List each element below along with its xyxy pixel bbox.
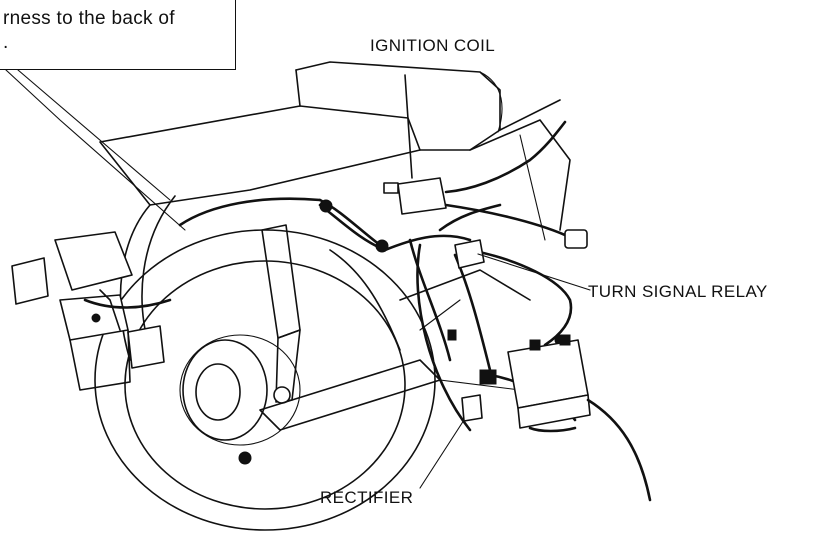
battery bbox=[507, 334, 652, 502]
ignition-coil bbox=[383, 74, 588, 249]
callout-leader-lines bbox=[5, 69, 186, 231]
shock-absorber bbox=[261, 224, 301, 404]
callout-box: rness to the back of . bbox=[0, 0, 236, 70]
rectifier-label: RECTIFIER bbox=[320, 488, 414, 507]
rectifier bbox=[419, 394, 483, 489]
turn-signal-relay-label: TURN SIGNAL RELAY bbox=[588, 282, 768, 301]
rear-wheel bbox=[94, 229, 436, 531]
turn-signal-relay bbox=[454, 239, 591, 291]
taillight-assembly bbox=[11, 231, 172, 391]
swing-arm bbox=[259, 249, 461, 431]
ignition-coil-label: IGNITION COIL bbox=[370, 36, 496, 55]
